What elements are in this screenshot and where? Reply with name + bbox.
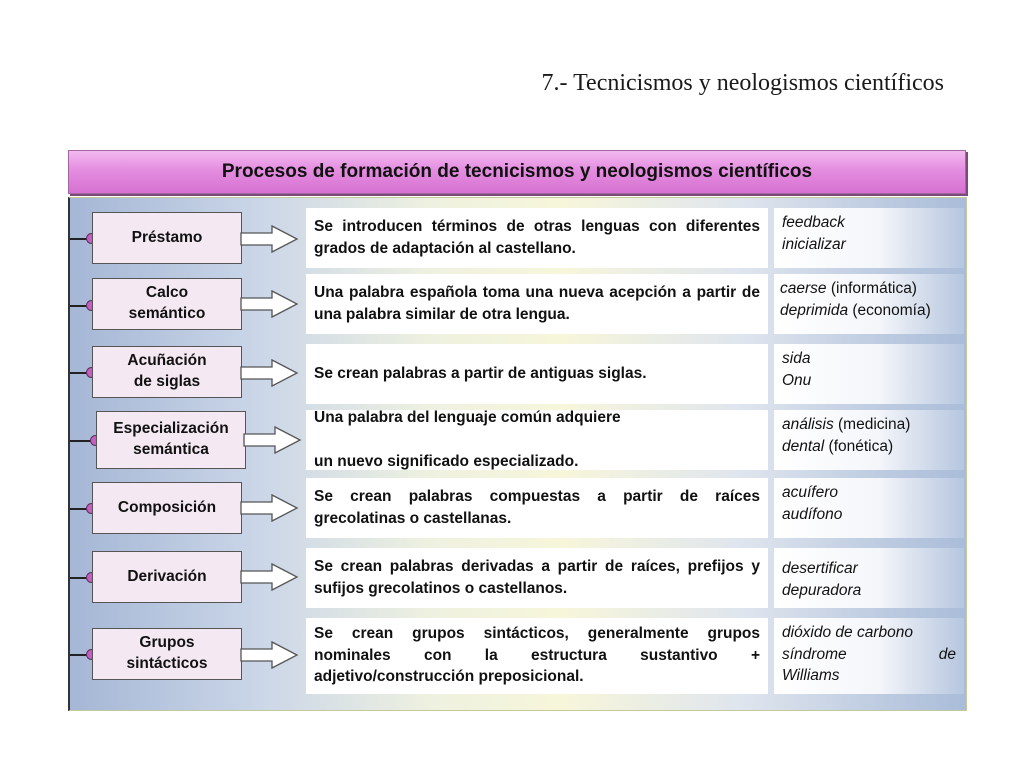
process-examples: desertificar depuradora (774, 548, 964, 608)
arrow-right-icon (243, 425, 302, 455)
arrow-right-icon (240, 224, 299, 254)
example-note: (fonética) (828, 437, 894, 455)
example-term: caerse (780, 280, 827, 297)
example-note: (informática) (830, 280, 917, 297)
process-label-text: Préstamo (131, 228, 203, 246)
example-word: de (938, 645, 956, 663)
connector-line (70, 577, 90, 579)
process-label-text: semántico (128, 305, 206, 322)
example-term: feedback (782, 214, 845, 231)
process-description: Se crean palabras a partir de antiguas s… (306, 344, 768, 404)
connector-line (70, 372, 90, 374)
process-label-text: sintácticos (126, 655, 208, 672)
banner-title: Procesos de formación de tecnicismos y n… (221, 161, 813, 182)
connector-line (70, 305, 90, 307)
process-examples: acuífero audífono (774, 478, 964, 538)
process-label-text: Acuñación (127, 352, 207, 370)
process-label: Préstamo (92, 212, 242, 264)
process-label: Calco semántico (92, 278, 242, 330)
example-term: audífono (782, 505, 843, 523)
process-label: Composición (92, 482, 242, 534)
process-examples: dióxido de carbono síndrome de Williams (774, 618, 964, 694)
example-word: síndrome (782, 645, 847, 663)
process-description: Se introducen términos de otras lenguas … (306, 208, 768, 268)
example-term: dióxido de carbono (782, 624, 913, 641)
connector-line (70, 654, 90, 656)
process-label-text: Derivación (127, 567, 207, 585)
example-term: dental (782, 437, 825, 455)
slide-title: 7.- Tecnicismos y neologismos científico… (541, 70, 944, 96)
arrow-right-icon (240, 358, 299, 388)
process-examples: análisis (medicina) dental (fonética) (774, 410, 964, 470)
process-description: Se crean grupos sintácticos, generalment… (306, 618, 768, 694)
connector-line (70, 508, 90, 510)
process-label-text: Grupos (139, 634, 195, 652)
process-examples: caerse (informática) deprimida (economía… (774, 274, 964, 334)
example-term: análisis (782, 416, 834, 433)
example-term: desertificar (782, 560, 858, 577)
process-label-text: Especialización (113, 420, 229, 438)
example-term: sida (782, 350, 811, 367)
process-label: Acuñación de siglas (92, 346, 242, 398)
example-term: acuífero (782, 484, 839, 501)
process-label-text: Calco (145, 284, 189, 302)
process-description: Se crean palabras derivadas a partir de … (306, 548, 768, 608)
process-label: Grupos sintácticos (92, 628, 242, 680)
table-banner: Procesos de formación de tecnicismos y n… (68, 150, 966, 194)
example-term-justified: síndrome de (782, 644, 956, 666)
example-note: (economía) (852, 301, 931, 319)
connector-line (70, 238, 90, 240)
arrow-right-icon (240, 289, 299, 319)
example-term: inicializar (782, 235, 846, 253)
process-examples: sida Onu (774, 344, 964, 404)
connector-line (70, 440, 96, 442)
example-note: (medicina) (838, 416, 911, 433)
process-label-text: semántica (133, 441, 209, 458)
process-description: Se crean palabras compuestas a partir de… (306, 478, 768, 538)
process-label: Derivación (92, 551, 242, 603)
example-term: Williams (782, 667, 840, 685)
arrow-right-icon (240, 493, 299, 523)
arrow-right-icon (240, 640, 299, 670)
process-label-text: Composición (117, 498, 217, 516)
arrow-right-icon (240, 562, 299, 592)
example-term: Onu (782, 371, 812, 389)
example-term: deprimida (780, 301, 849, 319)
example-term: depuradora (782, 581, 862, 599)
process-examples: feedback inicializar (774, 208, 964, 268)
process-label-text: de siglas (133, 373, 201, 390)
process-description: Una palabra española toma una nueva acep… (306, 274, 768, 334)
process-label: Especialización semántica (96, 411, 246, 469)
